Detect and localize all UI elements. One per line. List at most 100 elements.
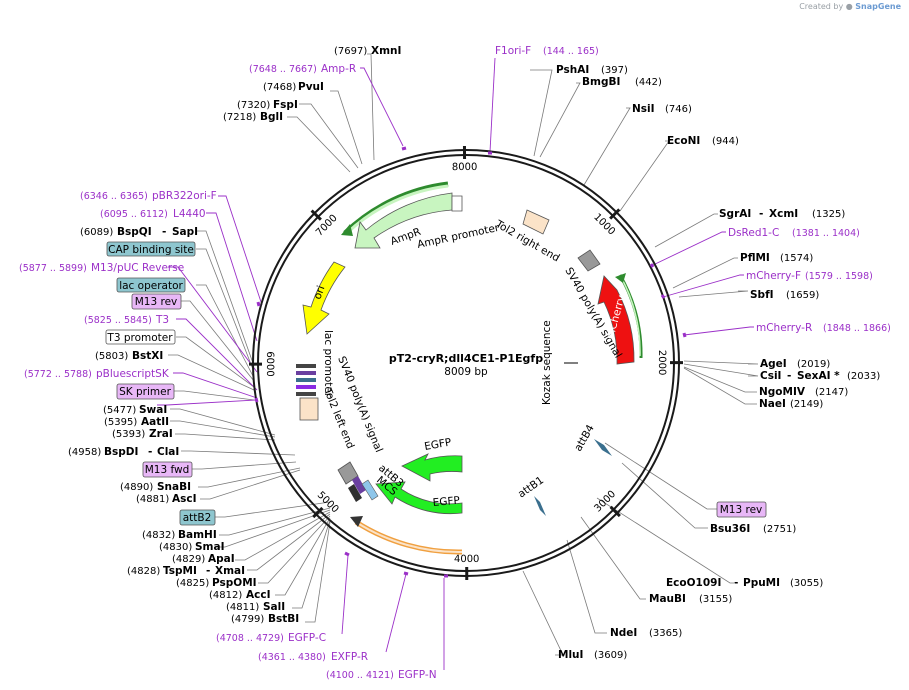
t3promoter-label: T3 promoter xyxy=(106,332,173,344)
bstbi-pos: (4799) xyxy=(231,614,264,625)
xcmi-name: XcmI xyxy=(769,208,798,220)
t3-pos: (5825 .. 5845) xyxy=(84,315,152,326)
egfpc-pos: (4708 .. 4729) xyxy=(216,633,284,644)
attb1-box xyxy=(534,496,546,516)
sali-pos: (4811) xyxy=(226,602,259,613)
site-labels: (7697) XmnI (7648 .. 7667) Amp-R (7468) … xyxy=(19,45,891,681)
attb2-label: attB2 xyxy=(183,512,212,524)
m13puc-pos: (5877 .. 5899) xyxy=(19,263,87,274)
leader-lines xyxy=(168,53,759,656)
bspdi-name: BspDI xyxy=(104,446,138,458)
pspomi-name: PspOMI xyxy=(212,577,257,589)
egfpn-name: EGFP-N xyxy=(398,669,437,681)
bspdi-sep: - xyxy=(148,446,152,458)
mlui-pos: (3609) xyxy=(594,650,627,661)
pvui-pos: (7468) xyxy=(263,82,296,93)
bspqi-pos: (6089) xyxy=(80,227,113,238)
bmgbi-pos: (442) xyxy=(635,77,662,88)
attb4-label: attB4 xyxy=(572,422,597,453)
primer-markers xyxy=(254,146,687,578)
bspdi-pos: (4958) xyxy=(68,447,101,458)
bstxi-pos: (5803) xyxy=(95,351,128,362)
skprimer-label: SK primer xyxy=(119,386,171,398)
xmni-name: XmnI xyxy=(371,45,401,57)
dsred-name: DsRed1-C xyxy=(728,227,779,239)
attb1-label: attB1 xyxy=(516,474,546,500)
bgli-pos: (7218) xyxy=(223,112,256,123)
csii-pos: (2033) xyxy=(847,371,880,382)
ndei-pos: (3365) xyxy=(649,628,682,639)
xmai-name: XmaI xyxy=(215,565,245,577)
pbluescript-pos: (5772 .. 5788) xyxy=(24,369,92,380)
sgrai-pos: (1325) xyxy=(812,209,845,220)
tick-label: 4000 xyxy=(454,554,479,565)
orange-arc-head xyxy=(350,516,363,527)
ori-arrow xyxy=(302,261,346,335)
tick-label: 6000 xyxy=(264,351,275,377)
ampr-cap xyxy=(451,195,463,212)
eco0109i-sep: - xyxy=(734,577,738,589)
mcherry-outer-head xyxy=(615,273,626,283)
mcherryr-name: mCherry-R xyxy=(756,322,812,334)
apai-name: ApaI xyxy=(208,553,235,565)
tspmi-sep: - xyxy=(206,565,210,577)
csii-sep: - xyxy=(787,370,791,382)
maubi-name: MauBI xyxy=(649,593,686,605)
attb4-box xyxy=(594,439,612,456)
tspmi-pos: (4828) xyxy=(127,566,160,577)
exfpr-name: EXFP-R xyxy=(331,651,368,663)
bsu36i-name: Bsu36I xyxy=(710,523,750,535)
sbfi-pos: (1659) xyxy=(786,290,819,301)
eco0109i-pos: (3055) xyxy=(790,578,823,589)
egfp2-label: EGFP xyxy=(432,495,460,509)
mlui-name: MluI xyxy=(558,649,583,661)
bamhi-name: BamHI xyxy=(178,529,217,541)
m13rev-right-label: M13 rev xyxy=(720,504,763,516)
tick-mark xyxy=(312,506,324,519)
egfp1-label: EGFP xyxy=(423,436,452,453)
econi-pos: (944) xyxy=(712,136,739,147)
pbr322-name: pBR322ori-F xyxy=(152,190,217,202)
snabi-pos: (4890) xyxy=(120,482,153,493)
exfpr-pos: (4361 .. 4380) xyxy=(258,652,326,663)
capsite-label: CAP binding site xyxy=(108,244,194,256)
lacop-label: lac operator xyxy=(119,280,183,292)
skprimer-box xyxy=(116,383,175,400)
m13rev-left-label: M13 rev xyxy=(135,296,178,308)
pflmi-pos: (1574) xyxy=(780,253,813,264)
ngomiv-pos: (2147) xyxy=(815,387,848,398)
ampr-promoter-head xyxy=(341,224,353,236)
bmgbi-name: BmgBI xyxy=(582,76,620,88)
primer-leader-lines xyxy=(157,57,754,670)
ampr-primer-pos: (7648 .. 7667) xyxy=(249,64,317,75)
tol2-right-box xyxy=(522,209,550,235)
ppumi-name: PpuMI xyxy=(743,577,780,589)
plasmid-name: pT2-cryR;dll4CE1-P1Egfp xyxy=(389,352,543,365)
agei-name: AgeI xyxy=(760,358,787,370)
bspqi-sep: - xyxy=(162,226,166,238)
mcherryr-pos: (1848 .. 1866) xyxy=(823,323,891,334)
sexai-name: SexAI * xyxy=(797,370,840,382)
orange-arc-fill xyxy=(355,521,463,554)
egfp2-arrow xyxy=(375,481,463,515)
sgrai-name: SgrAI xyxy=(719,208,751,220)
pshai-pos: (397) xyxy=(601,65,628,76)
smai-name: SmaI xyxy=(195,541,225,553)
ampr-primer-name: Amp-R xyxy=(321,63,356,75)
nsii-name: NsiI xyxy=(632,103,655,115)
snapgene-credit: Created by ● SnapGene xyxy=(799,2,901,11)
eco0109i-name: EcoO109I xyxy=(666,577,721,589)
bamhi-pos: (4832) xyxy=(142,530,175,541)
csii-name: CsiI xyxy=(760,370,781,382)
t3-name: T3 xyxy=(155,314,169,326)
egfpc-name: EGFP-C xyxy=(288,632,326,644)
naei-name: NaeI xyxy=(759,398,786,410)
sgrai-sep: - xyxy=(759,208,763,220)
ampr-promoter-label: AmpR promoter xyxy=(416,222,501,251)
ngomiv-name: NgoMIV xyxy=(759,386,806,398)
snabi-name: SnaBI xyxy=(157,481,191,493)
tick-mark xyxy=(609,505,621,518)
tick-label: 8000 xyxy=(452,162,478,173)
sbfi-name: SbfI xyxy=(750,289,774,301)
